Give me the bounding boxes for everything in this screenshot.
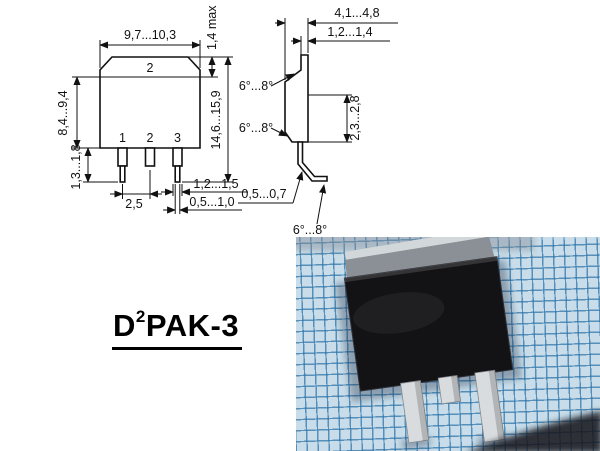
lead-3 (474, 369, 505, 443)
package-name-base: D (113, 308, 136, 343)
dim-tab-thickness: 1,2...1,4 (291, 25, 390, 55)
package-name-label: D2PAK-3 (112, 307, 243, 350)
dim-top-width: 9,7...10,3 (99, 28, 201, 68)
dim-lead-width-label: 1,2...1,5 (193, 177, 238, 191)
side-view: 4,1...4,8 1,2...1,4 6°...8° 6°...8° (238, 6, 398, 237)
lead-1 (400, 380, 430, 444)
dim-lead-pitch: 2,5 (110, 170, 162, 211)
pin-2-number: 2 (147, 131, 154, 145)
dim-lead-width: 1,2...1,5 (161, 177, 248, 196)
leader-line (316, 184, 327, 225)
pin-3-base (172, 147, 183, 167)
package-body (343, 256, 514, 392)
leader-line (270, 127, 288, 137)
pin-1-base (117, 147, 128, 167)
component-photo (296, 237, 600, 451)
dim-lead-height-label: 2,3...2,8 (348, 95, 362, 140)
tab-pin-label: 2 (147, 61, 154, 75)
pin-2-base (144, 147, 156, 167)
dim-overall-height: 14,6...15,9 (182, 56, 233, 183)
mounting-tab-highlight (344, 237, 490, 260)
lead-2-metal (437, 374, 462, 405)
dim-lead-tip-width: 0,5...1,0 (163, 184, 242, 214)
dim-lead-height: 2,3...2,8 (308, 94, 362, 143)
dim-lead-thickness-label: 0,5...0,7 (241, 187, 286, 201)
lead-1-shade (414, 380, 429, 441)
package-name-suffix: PAK-3 (145, 308, 240, 343)
package-name-exponent: 2 (135, 307, 146, 327)
pin-3-tip (174, 165, 181, 183)
dim-draft-angle-mid: 6°...8° (239, 121, 288, 137)
pin-2 (144, 147, 156, 167)
side-body-outline (284, 54, 309, 143)
dim-tab-height: 1,4 max (200, 5, 219, 78)
dim-overall-depth-label: 4,1...4,8 (334, 6, 379, 20)
dim-overall-depth: 4,1...4,8 (275, 6, 398, 80)
dim-draft-angle-top-label: 6°...8° (239, 79, 273, 93)
lead-3-shade (488, 370, 505, 441)
dim-body-height-label: 8,4...9,4 (56, 90, 70, 135)
side-lead-outline (297, 141, 328, 182)
dim-lead-tip-width-label: 0,5...1,0 (189, 195, 234, 209)
dim-draft-angle-mid-label: 6°...8° (239, 121, 273, 135)
photo-corner-shadow (469, 411, 600, 451)
pin-1-tip (119, 165, 126, 183)
dim-lead-length: 1,3...1,8 (69, 144, 118, 190)
dim-lead-pitch-label: 2,5 (125, 197, 142, 211)
pin-3-number: 3 (174, 131, 181, 145)
dim-body-height: 8,4...9,4 (56, 76, 100, 149)
leader-line (270, 73, 295, 87)
dim-tab-height-label: 1,4 max (205, 5, 219, 50)
front-view: 2 1 2 3 9,7...10,3 (56, 5, 248, 214)
lead-2-shade (451, 375, 461, 403)
component (335, 237, 523, 450)
package-body-sheen (353, 292, 445, 334)
dim-draft-angle-top: 6°...8° (239, 73, 295, 93)
lead-3-metal (474, 369, 505, 443)
pin-3 (172, 147, 183, 183)
pin-1 (117, 147, 128, 183)
dim-tab-thickness-label: 1,2...1,4 (327, 25, 372, 39)
lead-2 (437, 374, 462, 405)
package-body-top-edge (344, 256, 498, 283)
dim-lead-angle: 6°...8° (293, 184, 327, 237)
mounting-tab (344, 237, 496, 284)
dim-top-width-label: 9,7...10,3 (124, 28, 176, 42)
lead-1-metal (400, 380, 430, 444)
dim-lead-length-label: 1,3...1,8 (69, 144, 83, 189)
dim-lead-angle-label: 6°...8° (293, 223, 327, 237)
leader-line (292, 171, 304, 204)
dim-overall-height-label: 14,6...15,9 (209, 90, 223, 149)
pin-1-number: 1 (119, 131, 126, 145)
dim-lead-thickness: 0,5...0,7 (238, 171, 304, 204)
component-photo-overlay (296, 237, 600, 451)
